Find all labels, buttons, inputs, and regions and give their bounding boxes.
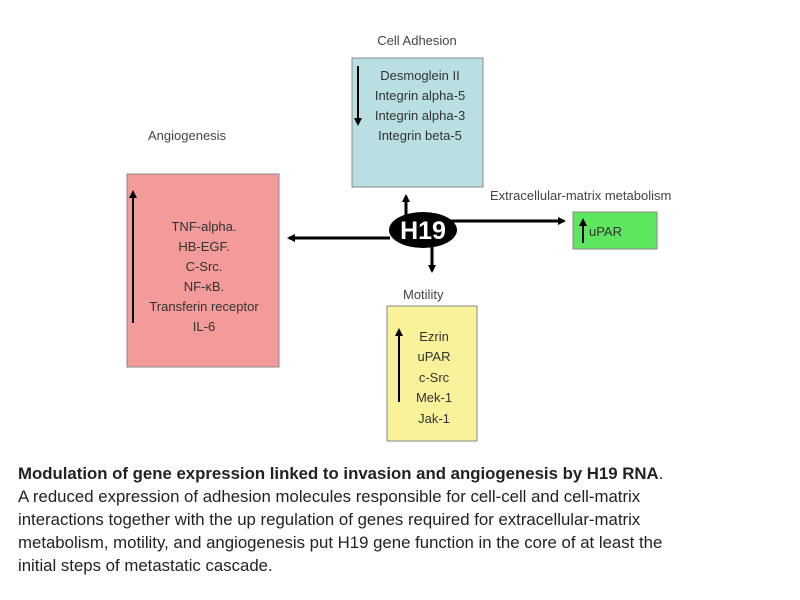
caption-line: interactions together with the up regula… — [18, 510, 641, 529]
cell-adhesion-item: Integrin alpha-5 — [375, 88, 465, 103]
angiogenesis-item: TNF-alpha. — [171, 219, 236, 234]
ecm-box — [572, 211, 658, 250]
motility-item: c-Src — [419, 370, 450, 385]
motility-item: uPAR — [418, 349, 451, 364]
motility-item: Ezrin — [419, 329, 449, 344]
ecm-item: uPAR — [589, 224, 622, 239]
motility-item: Mek-1 — [416, 390, 452, 405]
angiogenesis-box — [126, 173, 280, 368]
ecm-title: Extracellular-matrix metabolism — [490, 188, 671, 203]
caption-title-period: . — [658, 464, 664, 483]
angiogenesis-item: IL-6 — [193, 319, 215, 334]
caption-line: metabolism, motility, and angiogenesis p… — [18, 533, 663, 552]
h19-diagram: Cell Adhesion Desmoglein II Integrin alp… — [126, 33, 671, 442]
angiogenesis-item: Transferin receptor — [149, 299, 259, 314]
angiogenesis-title: Angiogenesis — [148, 128, 227, 143]
angiogenesis-item: HB-EGF. — [178, 239, 229, 254]
h19-label: H19 — [400, 217, 446, 245]
figure-caption: Modulation of gene expression linked to … — [18, 462, 798, 577]
cell-adhesion-box — [351, 57, 484, 188]
cell-adhesion-item: Desmoglein II — [380, 68, 459, 83]
cell-adhesion-item: Integrin beta-5 — [378, 128, 462, 143]
cell-adhesion-item: Integrin alpha-3 — [375, 108, 465, 123]
angiogenesis-item: NF-κB. — [184, 279, 224, 294]
angiogenesis-item: C-Src. — [186, 259, 223, 274]
motility-title: Motility — [403, 287, 444, 302]
h19-node — [389, 212, 457, 248]
caption-line: A reduced expression of adhesion molecul… — [18, 487, 641, 506]
caption-line: initial steps of metastatic cascade. — [18, 556, 273, 575]
cell-adhesion-title: Cell Adhesion — [377, 33, 457, 48]
caption-title: Modulation of gene expression linked to … — [18, 464, 659, 483]
motility-item: Jak-1 — [418, 411, 450, 426]
